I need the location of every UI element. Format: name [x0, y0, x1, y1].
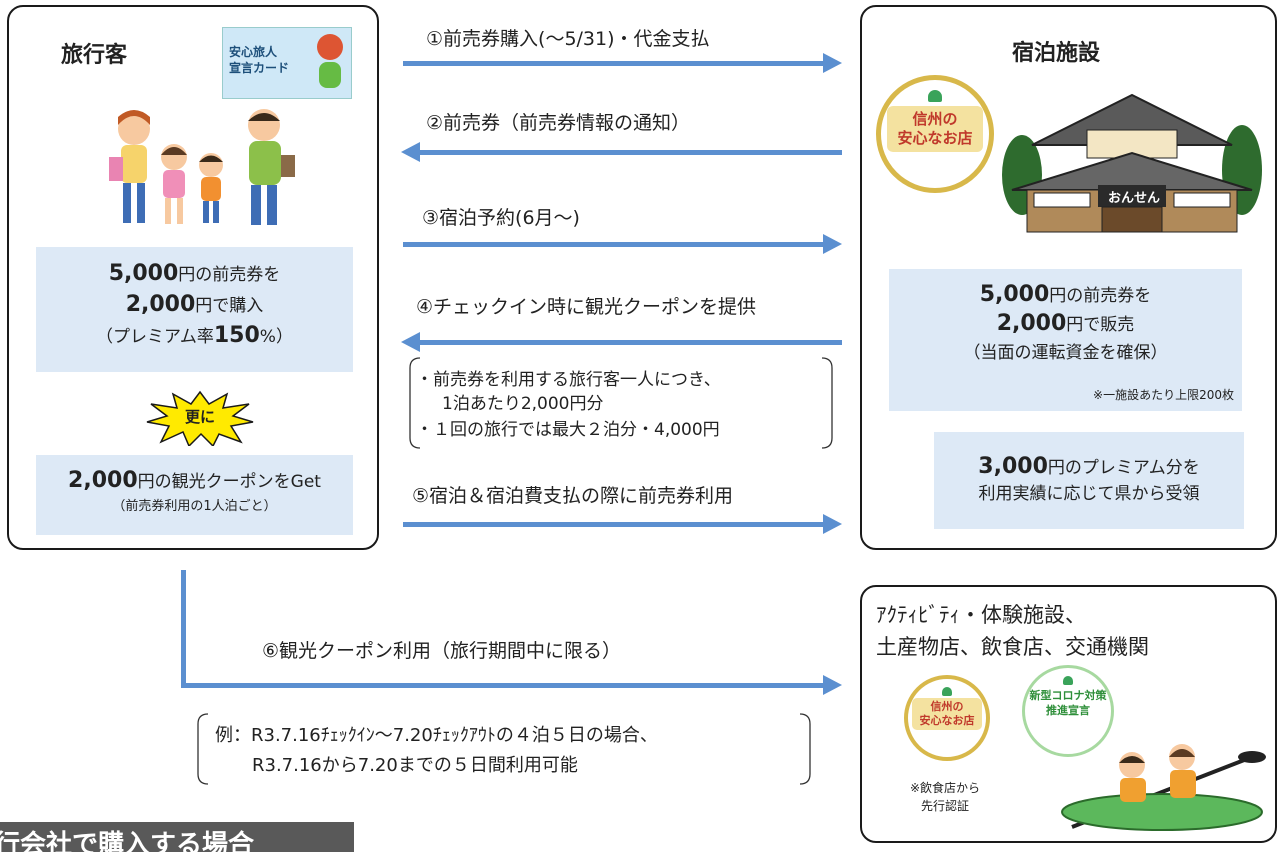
flow-4-note-line1: ・前売券を利用する旅行客一人につき、	[416, 370, 721, 390]
flow-6-note-line1: 例：R3.7.16ﾁｪｯｸｲﾝ～7.20ﾁｪｯｸｱｳﾄの４泊５日の場合、	[215, 725, 658, 746]
coupon-note: （前売券利用の1人泊ごと）	[112, 499, 277, 514]
sale-limit: ※一施設あたり上限200枚	[1093, 388, 1234, 402]
sarani-label: 更に	[184, 408, 215, 426]
premium-rate: 150	[213, 323, 260, 348]
activity-badge-label: 信州の 安心なお店	[912, 698, 982, 730]
sale-amount-2000: 2,000	[996, 311, 1067, 336]
arrow-5-right	[403, 514, 842, 534]
premium-text: 円のプレミアム分を	[1047, 458, 1200, 478]
declaration-label: 新型コロナ対策 推進宣言	[1029, 689, 1107, 717]
traveler-coupon-panel: 2,000円の観光クーポンをGet （前売券利用の1人泊ごと）	[36, 455, 353, 535]
flow-5-label: ⑤宿泊＆宿泊費支払の際に前売券利用	[412, 485, 734, 507]
coupon-text: 円の観光クーポンをGet	[137, 472, 321, 492]
activity-title-line2: 土産物店、飲食店、交通機関	[876, 635, 1149, 659]
note-6-bracket-right	[799, 713, 811, 785]
activity-title-line1: ｱｸﾃｨﾋﾞﾃｨ・体験施設、	[876, 603, 1086, 627]
premium-pre: （プレミアム率	[96, 327, 214, 347]
flow-4-label: ④チェックイン時に観光クーポンを提供	[416, 296, 757, 318]
covid-declaration-badge: 新型コロナ対策 推進宣言	[1022, 665, 1114, 757]
safe-traveler-card-image: 安心旅人 宣言カード	[222, 27, 352, 99]
flow-1-label: ①前売券購入(～5/31)・代金支払	[426, 28, 710, 50]
flow-6-label: ⑥観光クーポン利用（旅行期間中に限る）	[262, 640, 622, 662]
activity-note-2: 先行認証	[920, 799, 969, 813]
sarani-burst-icon	[146, 390, 254, 446]
premium-amount: 3,000	[978, 454, 1048, 479]
traveler-box: 旅行客 安心旅人 宣言カード	[7, 5, 379, 550]
card-label: 安心旅人 宣言カード	[229, 45, 290, 75]
father-figure	[248, 109, 295, 225]
sale-text-1: 円の前売券を	[1049, 286, 1152, 306]
arrow-4-left	[401, 332, 842, 352]
note-6-bracket-left	[197, 713, 209, 785]
family-illustration	[109, 109, 295, 225]
boy-figure	[199, 153, 223, 223]
traveler-purchase-panel: 5,000円の前売券を 2,000円で購入 （プレミアム率150%）	[36, 247, 353, 372]
bottom-banner-text: 行会社で購入する場合	[0, 830, 255, 852]
lodging-box: 宿泊施設 信州の 安心なお店 おんせん 5,000円の前売券を 2,000円で販…	[860, 5, 1277, 550]
coupon-amount: 2,000	[68, 468, 138, 493]
activity-safe-shop-badge: 信州の 安心なお店	[904, 675, 990, 761]
bottom-banner: 行会社で購入する場合	[0, 822, 354, 852]
sale-note: （当面の運転資金を確保）	[963, 343, 1168, 363]
lodging-premium-panel: 3,000円のプレミアム分を 利用実績に応じて県から受領	[934, 432, 1244, 529]
flow-4-note-line3: ・１回の旅行では最大２泊分・4,000円	[416, 420, 720, 440]
flow-6-note-line2: R3.7.16から7.20までの５日間利用可能	[252, 755, 578, 776]
kayak-illustration	[1061, 744, 1266, 831]
note-4-bracket-right	[821, 357, 833, 449]
mascot-icon	[315, 34, 345, 88]
premium-text-2: 利用実績に応じて県から受領	[978, 484, 1200, 504]
activity-note-1: ※飲食店から	[909, 781, 981, 795]
badge-label: 信州の 安心なお店	[887, 106, 983, 152]
mother-figure	[109, 110, 150, 223]
arrow-1-right	[403, 53, 842, 73]
activity-badge-heart-icon	[942, 687, 952, 696]
arrow-6-elbow	[181, 570, 842, 695]
declaration-heart-icon	[1063, 676, 1073, 685]
purchase-amount-2000: 2,000	[125, 292, 196, 317]
activity-box: ｱｸﾃｨﾋﾞﾃｨ・体験施設、 土産物店、飲食店、交通機関 信州の 安心なお店 新…	[860, 585, 1277, 843]
lodging-title: 宿泊施設	[1012, 41, 1101, 66]
arrow-2-left	[401, 142, 842, 162]
sale-text-2: 円で販売	[1066, 315, 1135, 335]
premium-post: %）	[259, 327, 293, 347]
note-4-bracket-left	[409, 357, 421, 449]
purchase-amount-5000: 5,000	[108, 261, 179, 286]
purchase-text-1: 円の前売券を	[178, 265, 281, 285]
onsen-building-illustration	[1002, 93, 1262, 233]
girl-figure	[161, 144, 187, 224]
flow-2-label: ②前売券（前売券情報の通知）	[426, 112, 691, 134]
flow-3-label: ③宿泊予約(6月～)	[422, 207, 580, 229]
arrow-3-right	[403, 234, 842, 254]
badge-heart-icon	[928, 90, 942, 102]
shinshu-safe-shop-badge: 信州の 安心なお店	[876, 75, 994, 193]
lodging-sale-panel: 5,000円の前売券を 2,000円で販売 （当面の運転資金を確保） ※一施設あ…	[889, 269, 1242, 411]
traveler-title: 旅行客	[61, 43, 128, 68]
purchase-text-2: 円で購入	[195, 296, 264, 316]
flow-4-note-line2: 1泊あたり2,000円分	[442, 394, 604, 414]
sale-amount-5000: 5,000	[979, 282, 1050, 307]
onsen-sign: おんせん	[1107, 191, 1160, 206]
